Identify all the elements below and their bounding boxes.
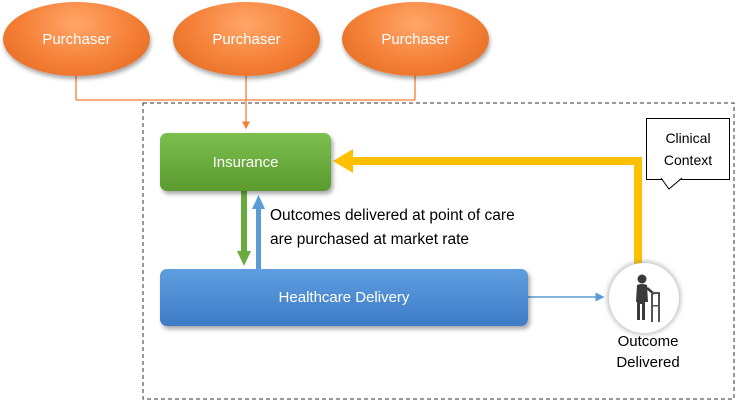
outcome-line-2: Delivered (616, 354, 680, 371)
clinical-context-callout: Clinical Context (646, 118, 730, 180)
clinical-context-line-2: Context (663, 152, 713, 168)
person-with-walker-icon-graphic (636, 274, 660, 322)
feedback-arrow-yellow (333, 149, 642, 265)
healthcare-delivery-node: Healthcare Delivery (160, 269, 528, 326)
down-arrow-green (237, 191, 251, 266)
insurance-label: Insurance (212, 153, 279, 171)
purchaser-node-2: Purchaser (173, 2, 320, 76)
up-arrow-blue (252, 195, 265, 269)
purchaser-connectors (75, 76, 416, 130)
outcome-line-1: Outcome (617, 333, 679, 350)
purchaser-label: Purchaser (381, 30, 450, 48)
annotation-line-1: Outcomes delivered at point of care (270, 207, 515, 224)
purchaser-label: Purchaser (42, 30, 111, 48)
purchaser-node-1: Purchaser (3, 2, 150, 76)
healthcare-delivery-label: Healthcare Delivery (278, 289, 410, 306)
annotation-text: Outcomes delivered at point of care are … (270, 204, 590, 252)
outcome-delivered-label: Outcome Delivered (598, 331, 698, 373)
system-boundary (142, 102, 735, 400)
purchaser-label: Purchaser (212, 30, 281, 48)
callout-tail (660, 177, 683, 190)
clinical-context-line-1: Clinical (665, 130, 711, 146)
annotation-line-2: are purchased at market rate (270, 231, 470, 248)
purchaser-node-3: Purchaser (342, 2, 489, 76)
insurance-node: Insurance (160, 133, 331, 191)
person-with-walker-icon (609, 263, 679, 333)
